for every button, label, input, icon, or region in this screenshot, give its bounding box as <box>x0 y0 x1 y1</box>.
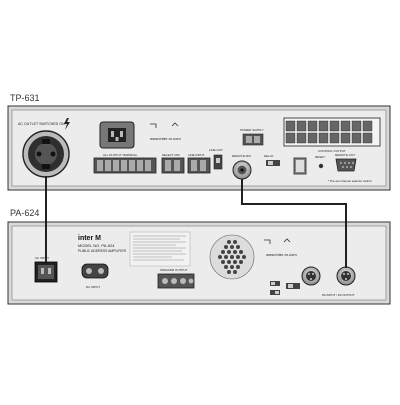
jack-label-remote-mic: REMOTE MIC <box>232 154 252 158</box>
top-website: www.inter-m.com <box>150 136 181 141</box>
jack-label-remote-out: REMOTE OUT <box>335 153 355 157</box>
output-terminals <box>93 157 211 174</box>
lightning-icon <box>64 118 70 130</box>
xlr-output-jack[interactable] <box>336 266 356 286</box>
jack-label-delay: DELAY <box>264 154 274 158</box>
jack-label-pa-io: PA INPUT / PA OUTPUT <box>322 293 355 297</box>
control-output-terminals <box>283 117 381 147</box>
jack-label-power-supply: POWER SUPPLY <box>240 128 264 132</box>
jack-label-dc-input: DC INPUT <box>86 285 100 289</box>
jack-label-speaker-output: SPEAKER OUTPUT <box>160 268 188 272</box>
speaker-output-terminal <box>157 273 195 289</box>
jack-label-ac-input: AC INPUT <box>35 256 49 260</box>
brand-logo: inter M <box>78 235 101 242</box>
reset-button-block <box>293 157 324 175</box>
jack-label-select-mic: SELECT MIC <box>162 153 181 157</box>
power-supply-connector <box>242 133 264 146</box>
bottom-brand-marks: www.inter-m.com <box>264 238 297 257</box>
line-level-switch <box>213 154 223 170</box>
ac-outlet <box>22 130 70 178</box>
fan-grille <box>209 234 255 280</box>
top-brand-marks: www.inter-m.com <box>150 122 181 141</box>
remote-out-connector <box>335 158 357 172</box>
line-out-jack[interactable] <box>232 160 252 180</box>
jack-label-all-output: ALL OUTPUT TERMINAL <box>103 153 138 157</box>
power-inlet <box>99 121 135 149</box>
jack-label-line-out: LINE OUT <box>209 148 223 152</box>
xlr-input-jack <box>301 266 321 286</box>
jack-label-line-input: LINE INPUT <box>188 153 205 157</box>
selector-switches <box>270 281 300 295</box>
jack-label-control-output: CONTROL OUTPUT <box>318 149 346 153</box>
jack-label-reset: RESET <box>315 155 325 159</box>
pa624-chassis <box>7 221 391 305</box>
tp631-model-label: TP-631 <box>10 93 40 103</box>
ac-outlet-label: AC OUTLET SWITCHED ON <box>18 122 65 126</box>
top-note: * Pre-set channel selector switch <box>328 179 372 183</box>
product-model: MODEL NO. PA-624 <box>78 243 115 248</box>
product-subtitle: PUBLIC ADDRESS AMPLIFIER <box>78 249 127 253</box>
audio-cable <box>241 179 347 268</box>
bottom-website: www.inter-m.com <box>266 252 297 257</box>
warning-text-block <box>129 231 191 267</box>
pa624-model-label: PA-624 <box>10 208 39 218</box>
delay-switch <box>266 160 280 166</box>
dc-input <box>81 263 109 279</box>
ac-input <box>34 261 58 283</box>
